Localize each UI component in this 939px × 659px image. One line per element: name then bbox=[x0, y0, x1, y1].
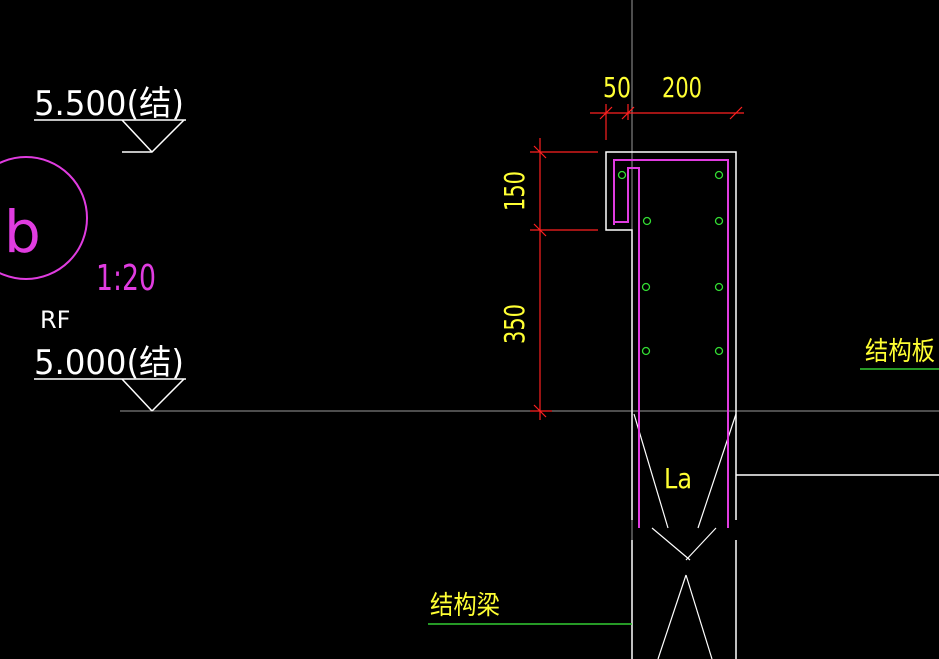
dimension-text-350: 350 bbox=[498, 304, 531, 344]
bar-dot bbox=[617, 170, 627, 180]
detail-symbol-letter: b bbox=[4, 198, 41, 266]
slab-annotation: 结构板 bbox=[860, 337, 939, 370]
bar-dot bbox=[641, 346, 651, 356]
break-line bbox=[697, 413, 737, 529]
detail-circle bbox=[0, 156, 88, 280]
dimension-tick bbox=[599, 106, 613, 120]
dimension-tick bbox=[533, 223, 547, 237]
upper-elevation-text: 5.500(结) bbox=[34, 84, 184, 124]
parapet-concrete-outline bbox=[605, 151, 737, 520]
detail-scale: 1:20 bbox=[96, 258, 156, 299]
bar-dot bbox=[714, 170, 724, 180]
dimension-text-150: 150 bbox=[498, 171, 531, 211]
beam-annotation: 结构梁 bbox=[428, 591, 632, 625]
dimension-tick bbox=[729, 106, 743, 120]
rebar-cage bbox=[613, 159, 729, 528]
detail-symbol: b 1:20 bbox=[0, 156, 156, 299]
horizontal-dimension bbox=[590, 104, 744, 140]
dimension-tick bbox=[533, 404, 547, 418]
bar-dots bbox=[617, 170, 724, 356]
lower-elevation-text: 5.000(结) bbox=[34, 343, 184, 383]
lower-elevation-marker: RF 5.000(结) bbox=[34, 306, 186, 412]
upper-elevation-marker: 5.500(结) bbox=[34, 84, 186, 153]
outer-rebar bbox=[614, 167, 640, 528]
anchor-length-label: La bbox=[664, 462, 692, 495]
dimension-text-200: 200 bbox=[662, 71, 702, 104]
break-line bbox=[685, 574, 713, 659]
bar-dot bbox=[714, 216, 724, 226]
vertical-dimension bbox=[530, 138, 598, 420]
parapet-outline bbox=[605, 151, 939, 659]
upper-elevation-triangle bbox=[122, 119, 185, 153]
break-line bbox=[685, 527, 717, 561]
dimension-tick bbox=[533, 145, 547, 159]
dimension-tick bbox=[621, 106, 635, 120]
break-line bbox=[651, 527, 691, 561]
dimension-text-50: 50 bbox=[603, 71, 631, 104]
break-line bbox=[657, 574, 687, 659]
bar-dot bbox=[714, 346, 724, 356]
bar-dot bbox=[642, 216, 652, 226]
break-lines bbox=[633, 413, 737, 659]
beam-label: 结构梁 bbox=[430, 591, 500, 621]
floor-label: RF bbox=[40, 306, 70, 334]
lower-elevation-triangle-side bbox=[121, 378, 153, 412]
upper-elevation-triangle-side bbox=[121, 119, 153, 153]
bar-dot bbox=[714, 282, 724, 292]
bar-dot bbox=[641, 282, 651, 292]
inner-rebar bbox=[613, 159, 729, 528]
slab-label: 结构板 bbox=[865, 337, 935, 367]
lower-elevation-triangle-side-right bbox=[151, 378, 185, 412]
